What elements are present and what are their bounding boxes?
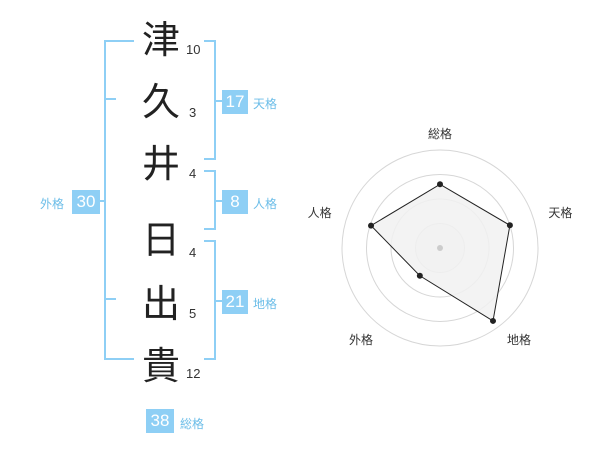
name-char-2: 久 [141,80,180,124]
stroke-count-2: 3 [189,105,197,120]
chikaku-value: 21 [222,290,248,314]
radar-point-3 [489,317,496,324]
radar-axis-label-3: 地格 [507,332,531,347]
gaikaku-connector [96,200,104,202]
soukaku-value: 38 [146,409,174,433]
radar-axis-label-2: 天格 [548,205,572,220]
name-char-1: 津 [141,18,180,62]
radar-polygon [370,183,511,322]
gaikaku-bracket-tick [104,98,116,100]
tenkaku-connector [214,100,222,102]
stroke-count-6: 12 [186,366,201,381]
stroke-count-5: 5 [189,306,197,321]
stroke-count-1: 10 [186,42,201,57]
gaikaku-label: 外格 [40,197,65,211]
name-char-6: 貴 [141,344,180,388]
stroke-count-3: 4 [189,166,197,181]
jinkaku-connector [214,200,222,202]
radar-axis-label-4: 外格 [349,332,373,347]
stroke-count-4: 4 [189,245,197,260]
radar-ring [341,149,539,347]
name-char-4: 日 [141,218,180,262]
gaikaku-bracket [104,40,134,360]
radar-point-1 [437,181,443,188]
chikaku-label: 地格 [253,297,278,311]
radar-center [437,245,443,251]
jinkaku-label: 人格 [253,197,278,211]
jinkaku-value: 8 [222,190,248,214]
radar-point-2 [506,222,513,229]
name-char-5: 出 [141,282,180,326]
radar-points [368,181,513,324]
soukaku-label: 総格 [180,417,205,431]
radar-ring [366,174,514,322]
gaikaku-bracket-tick [104,298,116,300]
name-char-3: 井 [141,142,180,186]
radar-point-5 [368,222,375,229]
chikaku-connector [214,300,222,302]
radar-axis-label-5: 人格 [308,205,332,220]
tenkaku-label: 天格 [253,97,278,111]
radar-point-4 [416,272,423,279]
gaikaku-value: 30 [72,190,100,214]
tenkaku-value: 17 [222,90,248,114]
radar-axis-label-1: 総格 [428,126,452,141]
